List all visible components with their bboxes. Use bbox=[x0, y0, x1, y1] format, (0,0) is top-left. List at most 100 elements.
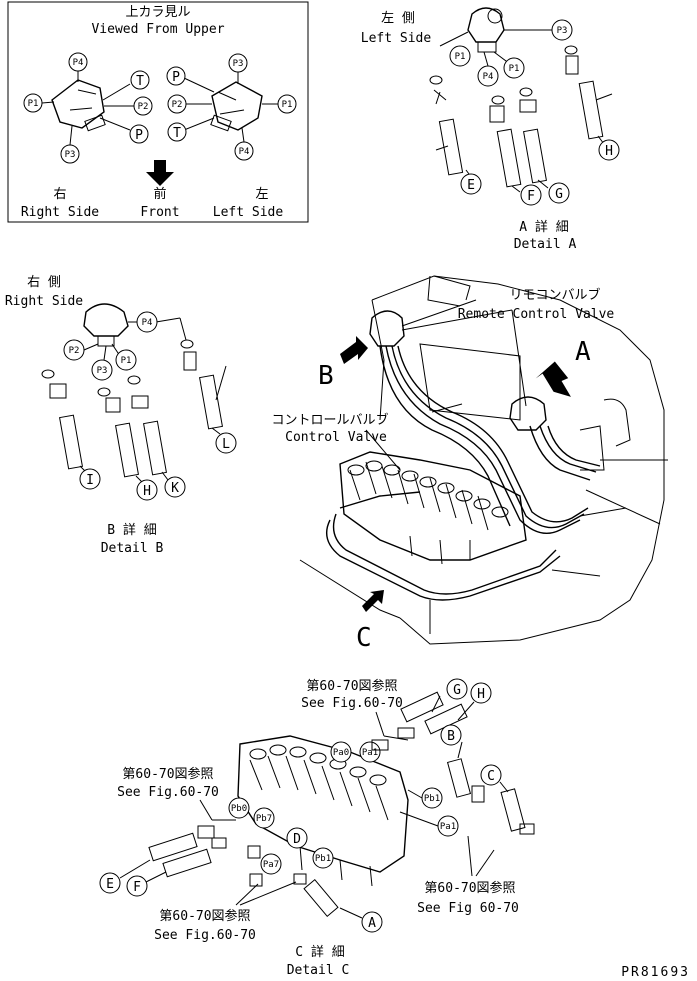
inset-frame bbox=[7, 1, 309, 223]
detail-c-port-pb1: Pb1 bbox=[424, 794, 440, 804]
main-assembly-view: リモコンバルブ Remote Control Valve コントロールバルブ C… bbox=[271, 275, 668, 653]
inset-right-valve: P P2 T P3 P1 P4 bbox=[166, 53, 297, 161]
detail-a-port-2: P1 bbox=[455, 52, 466, 62]
inset-left-port-2: P2 bbox=[138, 102, 149, 112]
control-valve-block bbox=[339, 451, 527, 565]
detail-c-letter-b: B bbox=[447, 729, 455, 744]
inset-title-en: Viewed From Upper bbox=[91, 22, 224, 37]
arrow-b-label: B bbox=[318, 361, 334, 391]
detail-c-port-pb1-low: Pb1 bbox=[315, 854, 331, 864]
detail-a-letter-e: E bbox=[467, 178, 475, 193]
inset-left-label-jp: 左 bbox=[255, 187, 268, 202]
detail-b-side-en: Right Side bbox=[5, 294, 83, 309]
inset-view-from-upper: 上カラ見ル Viewed From Upper P4 P1 P3 T P2 bbox=[7, 1, 309, 223]
detail-a-port-3: P4 bbox=[483, 72, 494, 82]
inset-right-port-4: P4 bbox=[239, 147, 250, 157]
detail-c-letter-a: A bbox=[368, 916, 376, 931]
detail-a-caption-en: Detail A bbox=[514, 237, 577, 252]
detail-c-hose-f bbox=[162, 848, 212, 878]
detail-a-caption-jp: A 詳 細 bbox=[519, 219, 568, 235]
control-valve-label-jp: コントロールバルブ bbox=[271, 412, 388, 428]
detail-c-ref1-en: See Fig.60-70 bbox=[301, 696, 403, 711]
detail-c-hose-c bbox=[500, 788, 526, 832]
detail-c-ref4-jp: 第60-70図参照 bbox=[159, 908, 250, 924]
arrow-a-icon bbox=[535, 361, 571, 397]
detail-b-port-2: P2 bbox=[69, 346, 80, 356]
inset-right-port-2: P2 bbox=[172, 100, 183, 110]
arrow-c-label: C bbox=[356, 623, 372, 653]
inset-left-tap-2: P bbox=[135, 128, 143, 143]
arrow-c-icon bbox=[362, 590, 384, 612]
detail-b-hose-l bbox=[199, 374, 223, 430]
detail-a-letter-h: H bbox=[605, 144, 613, 159]
inset-left-port-4: P3 bbox=[65, 150, 76, 160]
detail-c-ref3-en: See Fig 60-70 bbox=[417, 901, 519, 916]
detail-a-letter-f: F bbox=[527, 189, 535, 204]
remote-control-valve-left bbox=[509, 396, 547, 431]
detail-b-port-3: P3 bbox=[97, 366, 108, 376]
detail-c-ref3-jp: 第60-70図参照 bbox=[424, 880, 515, 896]
detail-a-side-en: Left Side bbox=[361, 31, 432, 46]
control-valve-label-en: Control Valve bbox=[285, 430, 387, 445]
detail-c-hose-b bbox=[446, 758, 472, 798]
detail-a-hose-h bbox=[578, 80, 604, 140]
detail-b-caption-jp: B 詳 細 bbox=[107, 522, 156, 538]
detail-c-ref2-jp: 第60-70図参照 bbox=[122, 766, 213, 782]
detail-b-letter-l: L bbox=[222, 437, 230, 452]
detail-a-letter-g: G bbox=[555, 187, 563, 202]
detail-c-hose-e bbox=[148, 832, 198, 862]
detail-b-letter-k: K bbox=[171, 481, 179, 496]
remote-control-valve-right bbox=[369, 310, 405, 347]
detail-c-letter-h: H bbox=[477, 687, 485, 702]
inset-right-tap-1: P bbox=[172, 70, 180, 85]
detail-b: 右 側 Right Side P4 P2 P3 P1 bbox=[5, 275, 237, 556]
detail-a-port-4: P1 bbox=[509, 64, 520, 74]
detail-c-port-pb0: Pb0 bbox=[231, 804, 247, 814]
detail-b-letter-i: I bbox=[86, 473, 94, 488]
arrow-b-icon bbox=[340, 336, 368, 364]
detail-c-letter-d: D bbox=[293, 832, 301, 847]
inset-left-valve: P4 P1 P3 T P2 P bbox=[23, 52, 153, 164]
detail-c-port-pb7: Pb7 bbox=[256, 814, 272, 824]
detail-b-hose-i bbox=[59, 414, 83, 470]
detail-b-valve-body bbox=[83, 303, 129, 337]
front-arrow-icon bbox=[146, 160, 174, 186]
detail-c-letter-e: E bbox=[106, 877, 114, 892]
inset-right-tap-2: T bbox=[173, 126, 181, 141]
detail-b-side-jp: 右 側 bbox=[27, 275, 61, 290]
inset-left-tap-1: T bbox=[136, 74, 144, 89]
detail-a-hose-e bbox=[438, 118, 464, 176]
detail-c-ref2-en: See Fig.60-70 bbox=[117, 785, 219, 800]
detail-a-side-jp: 左 側 bbox=[381, 11, 415, 26]
detail-c-letter-c: C bbox=[487, 769, 495, 784]
inset-left-port-1: P4 bbox=[73, 58, 84, 68]
detail-c-port-pa1: Pa1 bbox=[440, 822, 456, 832]
view-arrow-a: A bbox=[535, 337, 591, 397]
detail-a-port-1: P3 bbox=[557, 26, 568, 36]
inset-right-label-en: Right Side bbox=[21, 205, 99, 220]
detail-c-caption-jp: C 詳 細 bbox=[295, 944, 344, 960]
inset-front-label-jp: 前 bbox=[153, 186, 166, 202]
view-arrow-c: C bbox=[356, 590, 384, 653]
detail-b-hose-h bbox=[115, 422, 139, 478]
inset-right-port-1: P3 bbox=[233, 59, 244, 69]
detail-b-port-1: P4 bbox=[142, 318, 153, 328]
inset-right-port-3: P1 bbox=[282, 100, 293, 110]
detail-a: 左 側 Left Side P3 P1 P4 P1 bbox=[361, 7, 620, 252]
detail-c-caption-en: Detail C bbox=[287, 963, 350, 978]
view-arrow-b: B bbox=[318, 336, 368, 391]
detail-c-ref4-en: See Fig.60-70 bbox=[154, 928, 256, 943]
drawing-number: PR81693 bbox=[621, 965, 690, 980]
detail-b-port-4: P1 bbox=[121, 356, 132, 366]
detail-a-valve-body bbox=[467, 7, 505, 43]
inset-left-label-en: Left Side bbox=[213, 205, 284, 220]
detail-a-hose-g bbox=[523, 128, 547, 184]
arrow-a-label: A bbox=[575, 337, 591, 367]
inset-title-jp: 上カラ見ル bbox=[125, 5, 190, 20]
remote-control-valve-label-en: Remote Control Valve bbox=[458, 307, 615, 322]
detail-c: 第60-70図参照 See Fig.60-70 第60-70図参照 See Fi… bbox=[99, 678, 535, 978]
detail-b-caption-en: Detail B bbox=[101, 541, 164, 556]
detail-b-letter-h: H bbox=[143, 484, 151, 499]
